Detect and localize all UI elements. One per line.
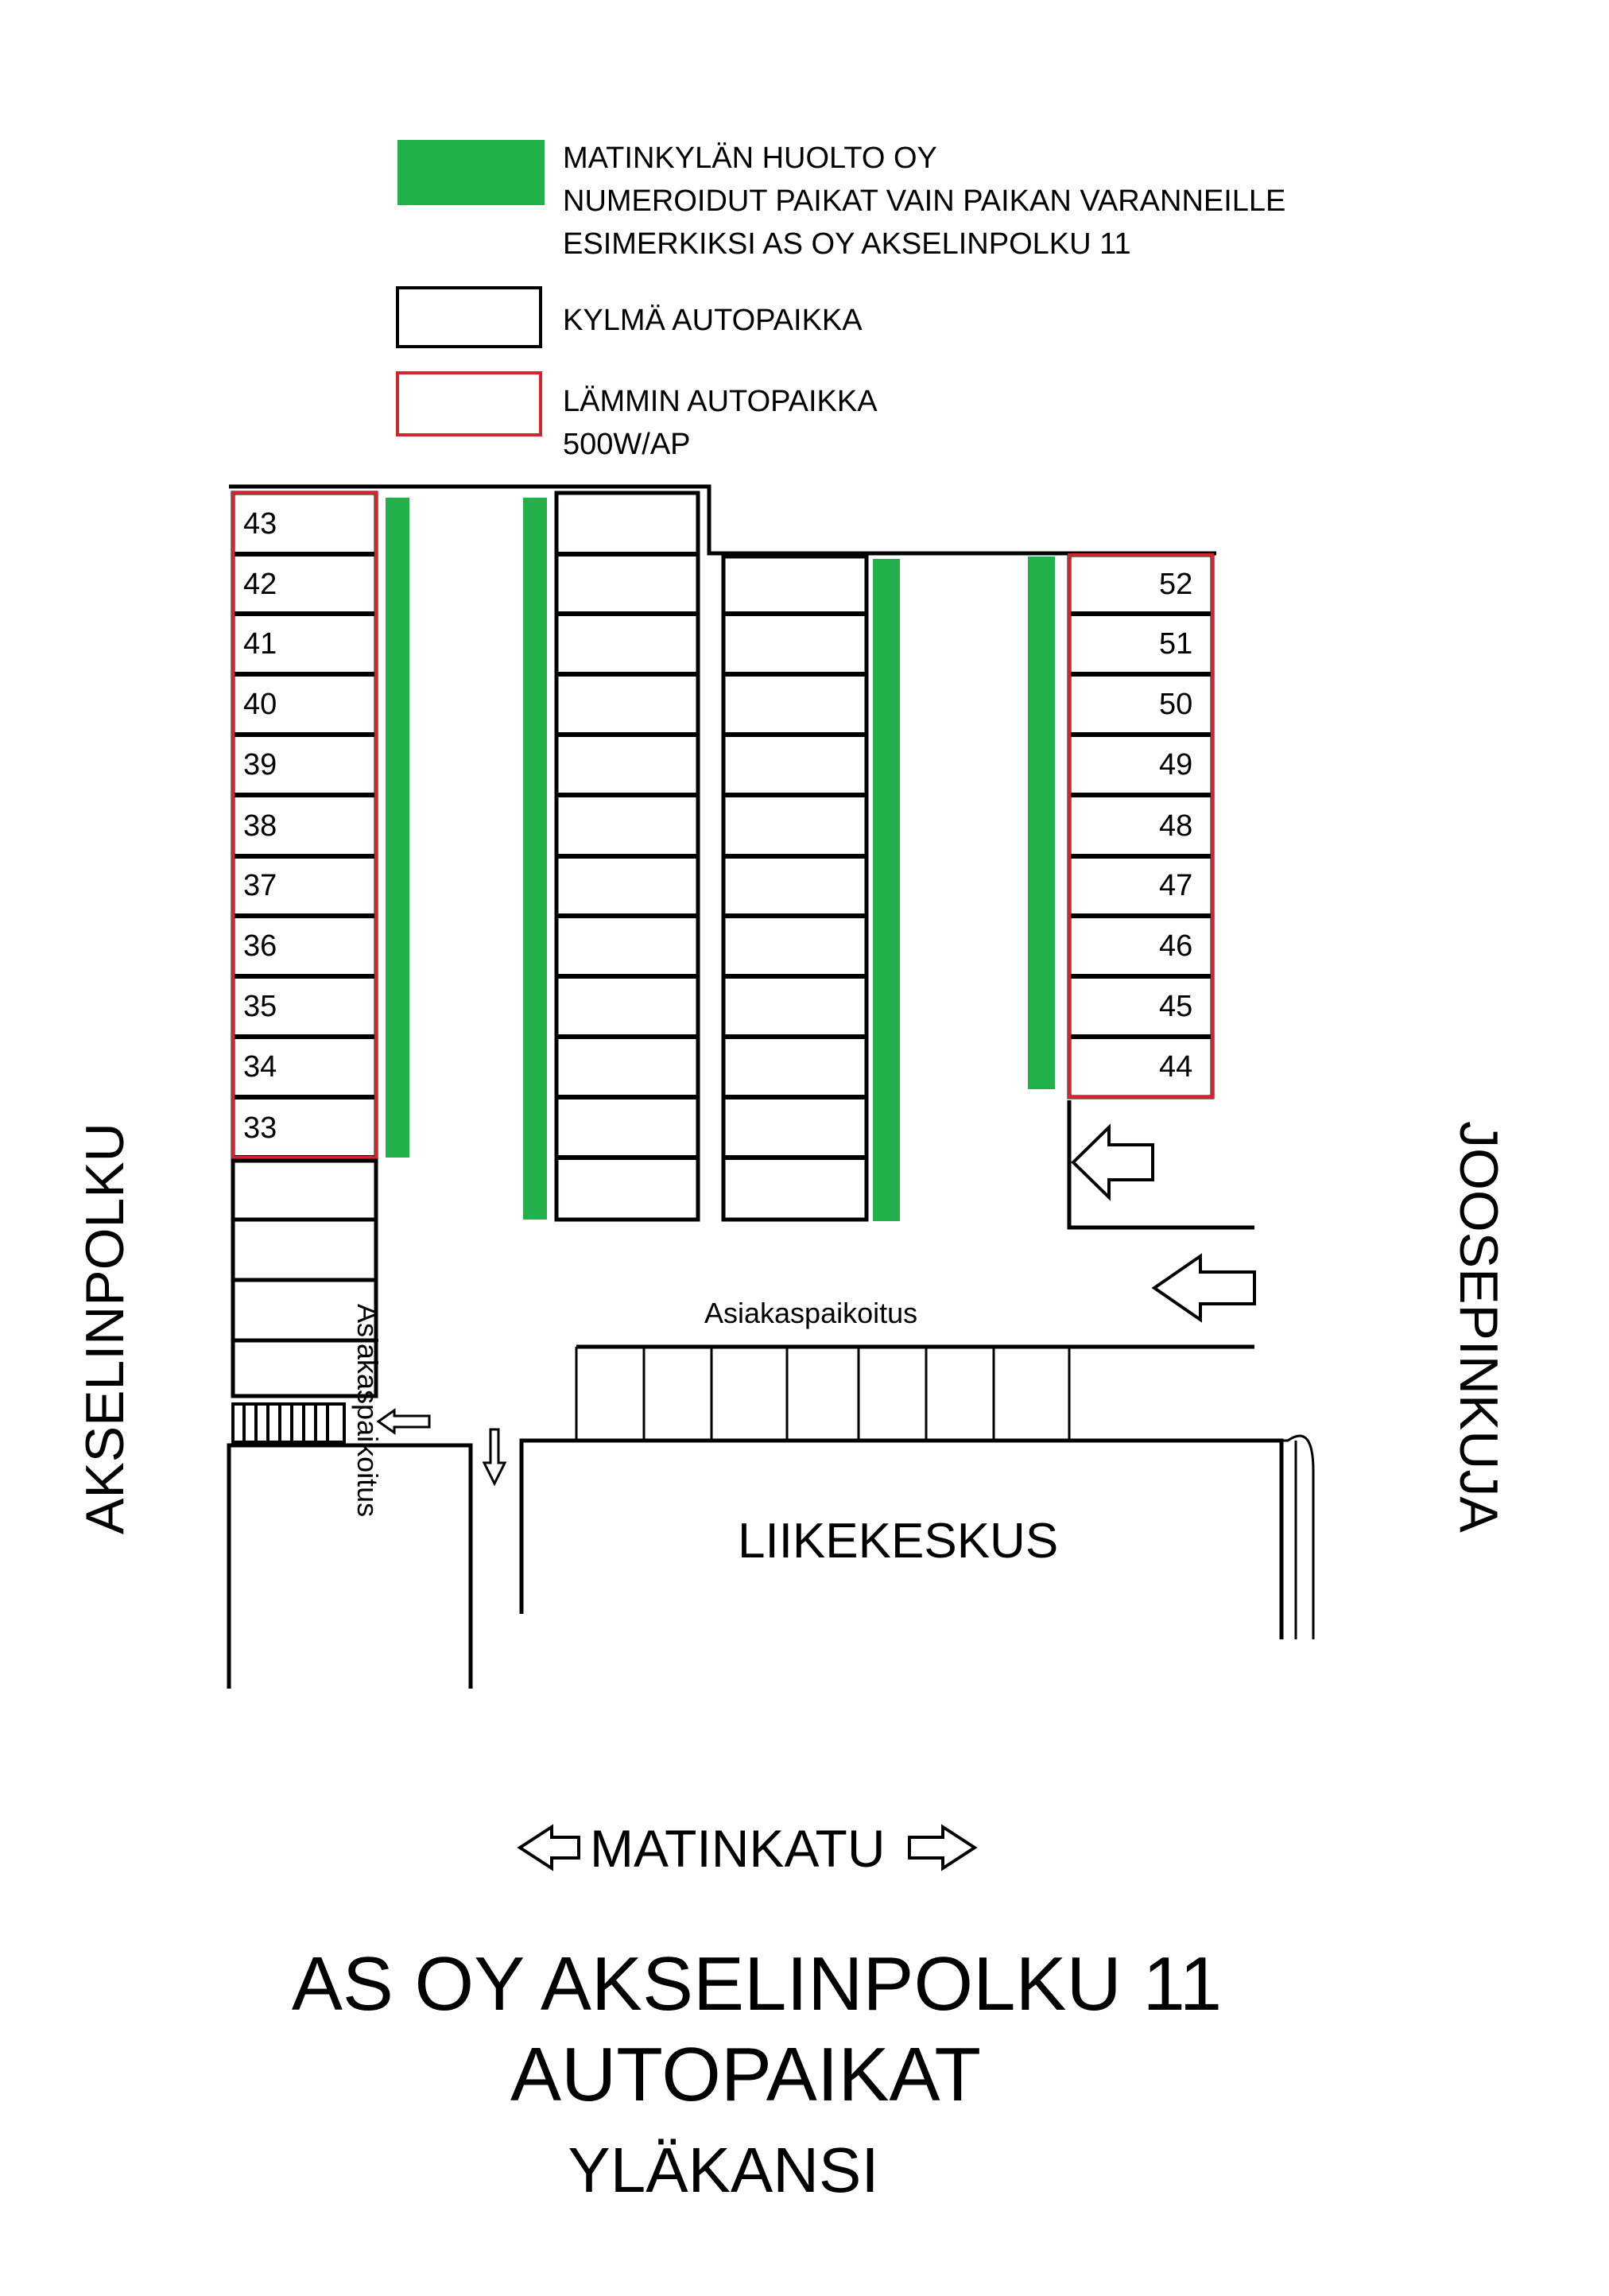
street-label-matinkatu: MATINKATU [590, 1819, 886, 1878]
spot-number: 39 [243, 748, 277, 781]
green-reserved-bar [523, 498, 547, 1220]
spot-number: 47 [1159, 869, 1193, 902]
spot-number: 33 [243, 1111, 277, 1145]
middle-spot-column-a [554, 491, 700, 1222]
arrow-left-icon [376, 1408, 431, 1435]
legend-green-line-3: ESIMERKIKSI AS OY AKSELINPOLKU 11 [563, 227, 1131, 261]
warm-spots-left-outline [231, 491, 378, 1159]
spot-number: 36 [243, 929, 277, 963]
deck-label: YLÄKANSI [568, 2135, 879, 2205]
spot-number: 49 [1159, 748, 1193, 781]
legend-cold-swatch [396, 286, 542, 348]
ramp-curve [1281, 1434, 1315, 1639]
legend-green-swatch [397, 140, 545, 205]
left-spot-column [231, 491, 378, 1444]
legend-green-line-1: MATINKYLÄN HUOLTO OY [563, 142, 937, 175]
building-label: LIIKEKESKUS [738, 1514, 1059, 1569]
middle-spot-column-b [721, 554, 869, 1222]
green-reserved-bar [386, 498, 409, 1158]
street-label-akselinpolku: AKSELINPOLKU [75, 1123, 135, 1534]
map-title: AS OY AKSELINPOLKU 11 [291, 1941, 1223, 2026]
arrow-left-icon [517, 1824, 580, 1871]
legend-warm-line-1: LÄMMIN AUTOPAIKKA [563, 385, 878, 418]
green-reserved-bar [1028, 557, 1055, 1089]
spot-number: 42 [243, 568, 277, 601]
outer-wall-top [229, 484, 1216, 556]
spot-number: 43 [243, 507, 277, 541]
arrow-left-icon [1071, 1123, 1154, 1201]
map-subtitle: AUTOPAIKAT [510, 2032, 982, 2117]
arrow-down-icon [482, 1428, 507, 1487]
arrow-left-icon [1151, 1253, 1256, 1323]
spot-number: 52 [1159, 568, 1193, 601]
spot-number: 51 [1159, 627, 1193, 661]
spot-number: 35 [243, 990, 277, 1023]
warm-spots-right-outline [1068, 553, 1214, 1099]
legend-green-line-2: NUMEROIDUT PAIKAT VAIN PAIKAN VARANNEILL… [563, 184, 1286, 218]
street-label-joosepinkuja: JOOSEPINKUJA [1448, 1121, 1509, 1533]
building-block-left [227, 1443, 473, 1689]
legend-cold-label: KYLMÄ AUTOPAIKKA [563, 304, 863, 337]
spot-number: 38 [243, 809, 277, 843]
legend-warm-line-2: 500W/AP [563, 428, 691, 461]
spot-number: 41 [243, 627, 277, 661]
legend-warm-swatch [396, 371, 542, 436]
right-spot-column [1067, 553, 1215, 1100]
customer-parking-label-horizontal: Asiakaspaikoitus [704, 1297, 918, 1329]
customer-parking-row [575, 1347, 1071, 1441]
spot-number: 45 [1159, 990, 1193, 1023]
spot-number: 44 [1159, 1050, 1193, 1084]
green-reserved-bar [873, 559, 900, 1221]
spot-number: 50 [1159, 688, 1193, 721]
spot-number: 48 [1159, 809, 1193, 843]
bike-rack [231, 1402, 346, 1444]
spot-number: 37 [243, 869, 277, 902]
customer-parking-label-vertical: Asiakaspaikoitus [351, 1304, 384, 1518]
spot-number: 40 [243, 688, 277, 721]
arrow-right-icon [908, 1824, 978, 1871]
spot-number: 46 [1159, 929, 1193, 963]
spot-number: 34 [243, 1050, 277, 1084]
